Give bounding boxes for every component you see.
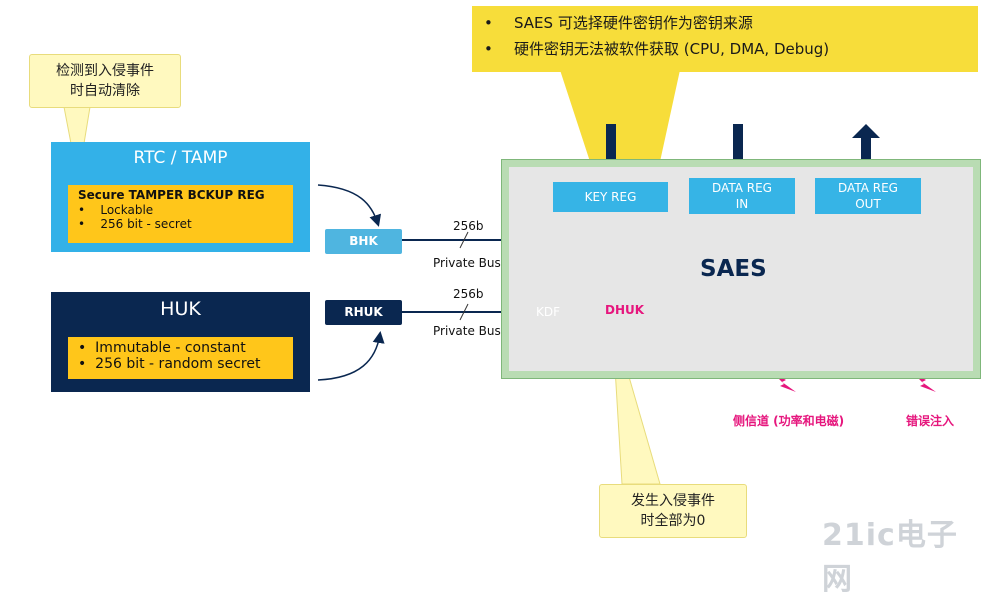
rhuk-key: RHUK — [325, 300, 402, 325]
saes-title: SAES — [700, 256, 767, 282]
rtc-to-bhk-arrow — [317, 184, 382, 227]
kdf-label: KDF — [536, 305, 561, 319]
key-reg: KEY REG — [553, 182, 668, 212]
rtc-title: RTC / TAMP — [133, 148, 228, 168]
huk-title: HUK — [160, 298, 201, 320]
bus-width-bottom: 256b — [453, 287, 484, 301]
bus-label-bottom: Private Bus — [433, 324, 501, 338]
tamper-register-panel: Secure TAMPER BCKUP REG • Lockable • 256… — [68, 185, 293, 243]
watermark-logo: 21ic电子网 — [822, 518, 958, 597]
tamper-register-title: Secure TAMPER BCKUP REG — [78, 188, 265, 202]
top-callout: •SAES 可选择硬件密钥作为密钥来源 •硬件密钥无法被软件获取 (CPU, D… — [472, 6, 978, 72]
data-reg-in: DATA REG IN — [689, 178, 795, 214]
bus-label-top: Private Bus — [433, 256, 501, 270]
dhuk-label: DHUK — [605, 303, 645, 317]
huk-item-1: • Immutable - constant — [78, 340, 246, 356]
data-out-arrow — [852, 124, 880, 180]
reset-note: 发生入侵事件 时全部为0 — [599, 484, 747, 538]
fault-injection-label: 错误注入 — [906, 414, 955, 428]
data-reg-out: DATA REG OUT — [815, 178, 921, 214]
top-callout-bullet-1: •SAES 可选择硬件密钥作为密钥来源 — [484, 14, 753, 32]
rtc-item-2: • 256 bit - secret — [78, 217, 192, 231]
side-channel-label: 侧信道 (功率和电磁) — [733, 414, 845, 428]
bhk-key: BHK — [325, 229, 402, 254]
rhuk-bus-slash — [459, 303, 469, 321]
rtc-item-1: • Lockable — [78, 203, 154, 217]
huk-item-2: • 256 bit - random secret — [78, 356, 261, 372]
huk-properties-panel: • Immutable - constant • 256 bit - rando… — [68, 337, 293, 379]
top-callout-bullet-2: •硬件密钥无法被软件获取 (CPU, DMA, Debug) — [484, 40, 830, 58]
huk-to-rhuk-arrow — [317, 331, 385, 381]
tamper-note: 检测到入侵事件 时自动清除 — [29, 54, 181, 108]
bus-width-top: 256b — [453, 219, 484, 233]
bhk-bus-slash — [459, 231, 469, 249]
